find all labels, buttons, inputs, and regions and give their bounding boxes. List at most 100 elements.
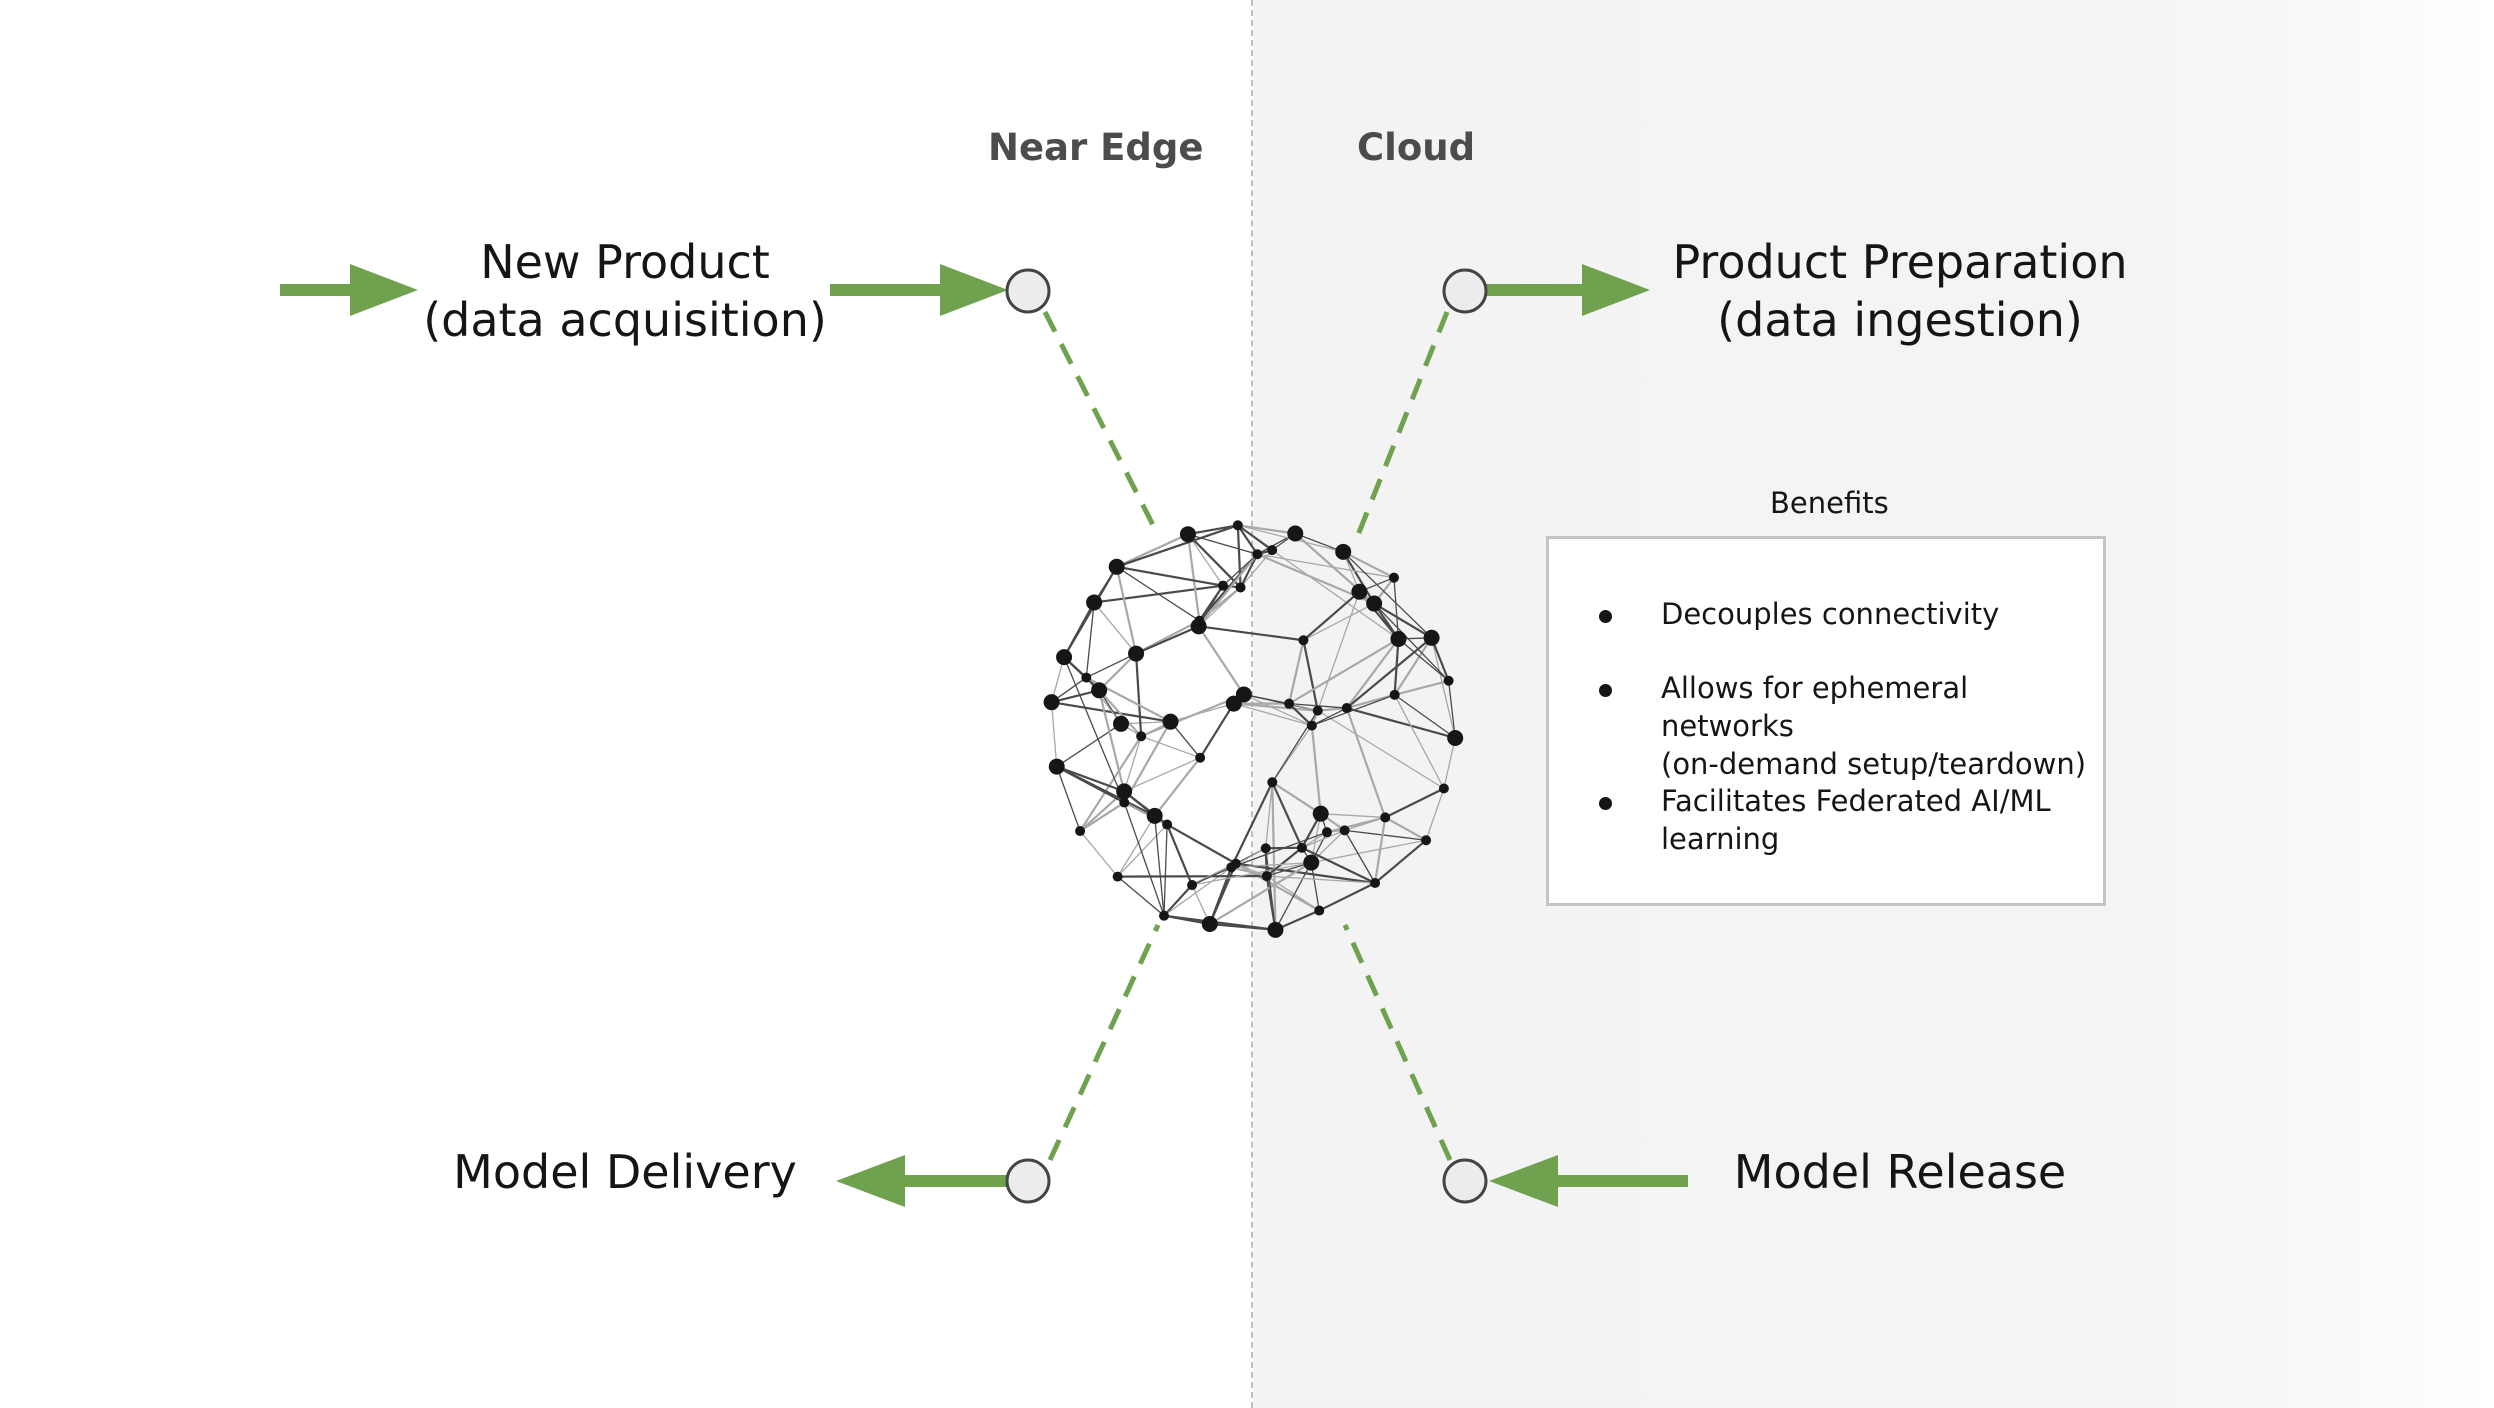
mesh-link — [1197, 625, 1245, 696]
mesh-link — [1393, 577, 1400, 639]
region-label-near-edge: Near Edge — [988, 126, 1204, 169]
mesh-link — [1230, 781, 1274, 868]
mesh-link — [1271, 549, 1399, 640]
mesh-node — [1284, 698, 1295, 709]
mesh-link — [1240, 549, 1273, 588]
mesh-link — [1346, 693, 1395, 710]
mesh-link — [1117, 876, 1165, 917]
stage-product-preparation: Product Preparation (data ingestion) — [1640, 233, 2160, 349]
mesh-link — [1384, 787, 1445, 819]
mesh-link — [1233, 702, 1318, 712]
mesh-link — [1344, 830, 1376, 884]
mesh-node — [1438, 783, 1449, 794]
mesh-link — [1079, 830, 1119, 878]
arrow-right-icon — [830, 264, 1008, 316]
mesh-link — [1056, 766, 1081, 832]
mesh-link — [1063, 566, 1118, 658]
mesh-link — [1191, 866, 1232, 886]
mesh-link — [1398, 638, 1450, 682]
mesh-link — [1394, 694, 1445, 789]
mesh-link — [1209, 861, 1312, 925]
stage-model-delivery: Model Delivery — [453, 1145, 797, 1199]
mesh-node — [1303, 854, 1320, 871]
mesh-link — [1191, 861, 1312, 886]
benefit-line: Decouples connectivity — [1661, 597, 2000, 631]
endpoint-new-product — [1005, 268, 1051, 314]
mesh-link — [1394, 679, 1449, 696]
benefit-line: Allows for ephemeral networks — [1661, 671, 1969, 743]
mesh-node — [1260, 843, 1271, 854]
mesh-link — [1266, 875, 1376, 884]
mesh-node — [1226, 862, 1237, 873]
mesh-link — [1303, 602, 1375, 641]
mesh-link — [1394, 694, 1456, 739]
mesh-node — [1113, 715, 1130, 732]
mesh-node — [1081, 672, 1092, 683]
stage-subtitle: (data ingestion) — [1717, 293, 2083, 347]
benefit-line: learning — [1661, 822, 1780, 856]
mesh-node — [1312, 705, 1323, 716]
stage-title: Product Preparation — [1672, 235, 2128, 289]
endpoint-model-delivery — [1005, 1158, 1051, 1204]
mesh-link — [1311, 694, 1395, 727]
mesh-link — [1326, 816, 1386, 834]
mesh-node — [1091, 682, 1108, 699]
mesh-link — [1098, 690, 1126, 792]
mesh-link — [1198, 586, 1242, 627]
mesh-node — [1447, 729, 1464, 746]
mesh-link — [1425, 788, 1445, 841]
mesh-link — [1116, 524, 1239, 568]
connector-top-right — [1355, 311, 1450, 536]
mesh-link — [1085, 602, 1095, 678]
mesh-link — [1093, 602, 1137, 654]
mesh-link — [1231, 861, 1312, 868]
mesh-link — [1166, 824, 1194, 886]
mesh-link — [1320, 813, 1386, 819]
benefits-box: Decouples connectivity Allows for epheme… — [1546, 536, 2106, 906]
mesh-link — [1271, 782, 1277, 930]
mesh-link — [1443, 737, 1456, 789]
mesh-link — [1373, 817, 1387, 884]
mesh-link — [1393, 637, 1433, 696]
mesh-link — [1346, 706, 1456, 740]
bullet-icon — [1599, 610, 1612, 623]
mesh-node — [1252, 549, 1263, 560]
mesh-link — [1373, 602, 1433, 639]
mesh-link — [1271, 781, 1322, 815]
mesh-node — [1128, 645, 1145, 662]
benefit-line: Facilitates Federated AI/ML — [1661, 784, 2051, 818]
mesh-link — [1123, 757, 1201, 792]
mesh-link — [1198, 625, 1304, 642]
mesh-link — [1056, 723, 1122, 768]
mesh-link — [1301, 846, 1376, 885]
mesh-link — [1079, 735, 1143, 832]
mesh-link — [1199, 702, 1235, 759]
mesh-link — [1265, 848, 1277, 930]
network-mesh-icon — [1043, 520, 1464, 938]
mesh-link — [1310, 813, 1322, 863]
mesh-link — [1243, 693, 1313, 727]
mesh-link — [1135, 625, 1200, 655]
mesh-node — [1298, 635, 1309, 646]
mesh-link — [1295, 532, 1344, 553]
mesh-link — [1239, 553, 1259, 588]
mesh-node — [1075, 826, 1086, 837]
mesh-link — [1266, 846, 1303, 877]
mesh-link — [1274, 862, 1312, 931]
mesh-node — [1296, 842, 1307, 853]
mesh-node — [1190, 618, 1207, 635]
mesh-link — [1237, 524, 1296, 535]
mesh-node — [1218, 580, 1229, 591]
mesh-node — [1048, 758, 1065, 775]
mesh-link — [1288, 638, 1400, 705]
mesh-link — [1115, 566, 1138, 654]
mesh-link — [1116, 565, 1224, 587]
mesh-link — [1163, 884, 1193, 917]
mesh-link — [1342, 551, 1433, 639]
mesh-link — [1187, 533, 1242, 589]
mesh-node — [1235, 582, 1246, 593]
mesh-link — [1318, 882, 1376, 912]
stage-title: New Product — [480, 235, 770, 289]
mesh-link — [1117, 815, 1156, 877]
arrow-right-icon — [280, 264, 418, 316]
